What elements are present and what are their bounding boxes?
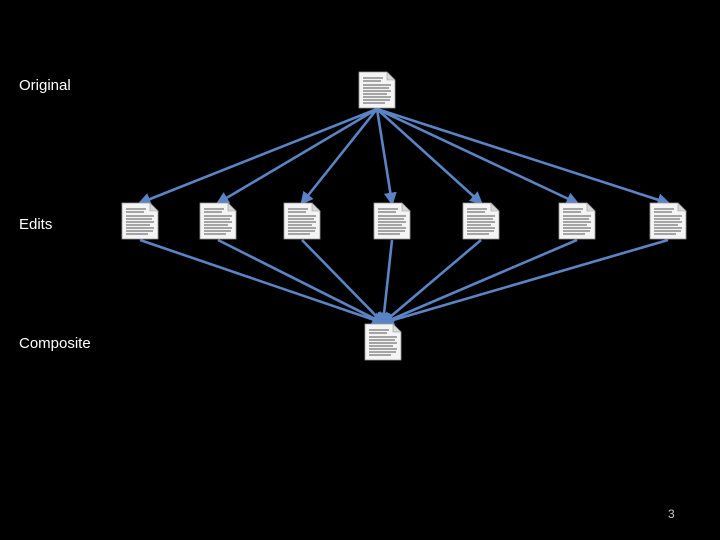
original-document-icon — [358, 71, 396, 109]
edit-document-icon-1 — [121, 202, 159, 240]
arrow-edit-2-to-composite — [217, 238, 386, 325]
arrow-edit-1-to-composite — [139, 238, 386, 326]
arrow-edit-6-to-composite — [380, 238, 578, 325]
row-label-composite: Composite — [19, 335, 91, 352]
row-label-edits: Edits — [19, 216, 53, 233]
arrow-original-to-edit-7 — [376, 107, 671, 206]
edit-document-icon-6 — [558, 202, 596, 240]
arrow-original-to-edit-5 — [376, 108, 483, 205]
arrow-edit-3-to-composite — [301, 239, 385, 325]
arrow-original-to-edit-6 — [376, 107, 580, 205]
arrow-original-to-edit-1 — [137, 107, 378, 206]
arrows-group — [137, 107, 671, 327]
edit-document-icon-7 — [649, 202, 687, 240]
edit-document-icon-5 — [462, 202, 500, 240]
arrow-original-to-edit-3 — [300, 108, 379, 206]
arrow-edit-7-to-composite — [380, 238, 669, 327]
edit-document-icon-2 — [199, 202, 237, 240]
arrow-original-to-edit-2 — [215, 107, 378, 205]
arrow-edit-4-to-composite — [377, 239, 394, 326]
edit-document-icon-3 — [283, 202, 321, 240]
composite-document-icon — [364, 323, 402, 361]
arrow-original-to-edit-4 — [375, 108, 397, 206]
edit-document-icon-4 — [373, 202, 411, 240]
arrow-edit-5-to-composite — [381, 239, 482, 325]
row-label-original: Original — [19, 77, 71, 94]
page-number: 3 — [668, 507, 675, 521]
